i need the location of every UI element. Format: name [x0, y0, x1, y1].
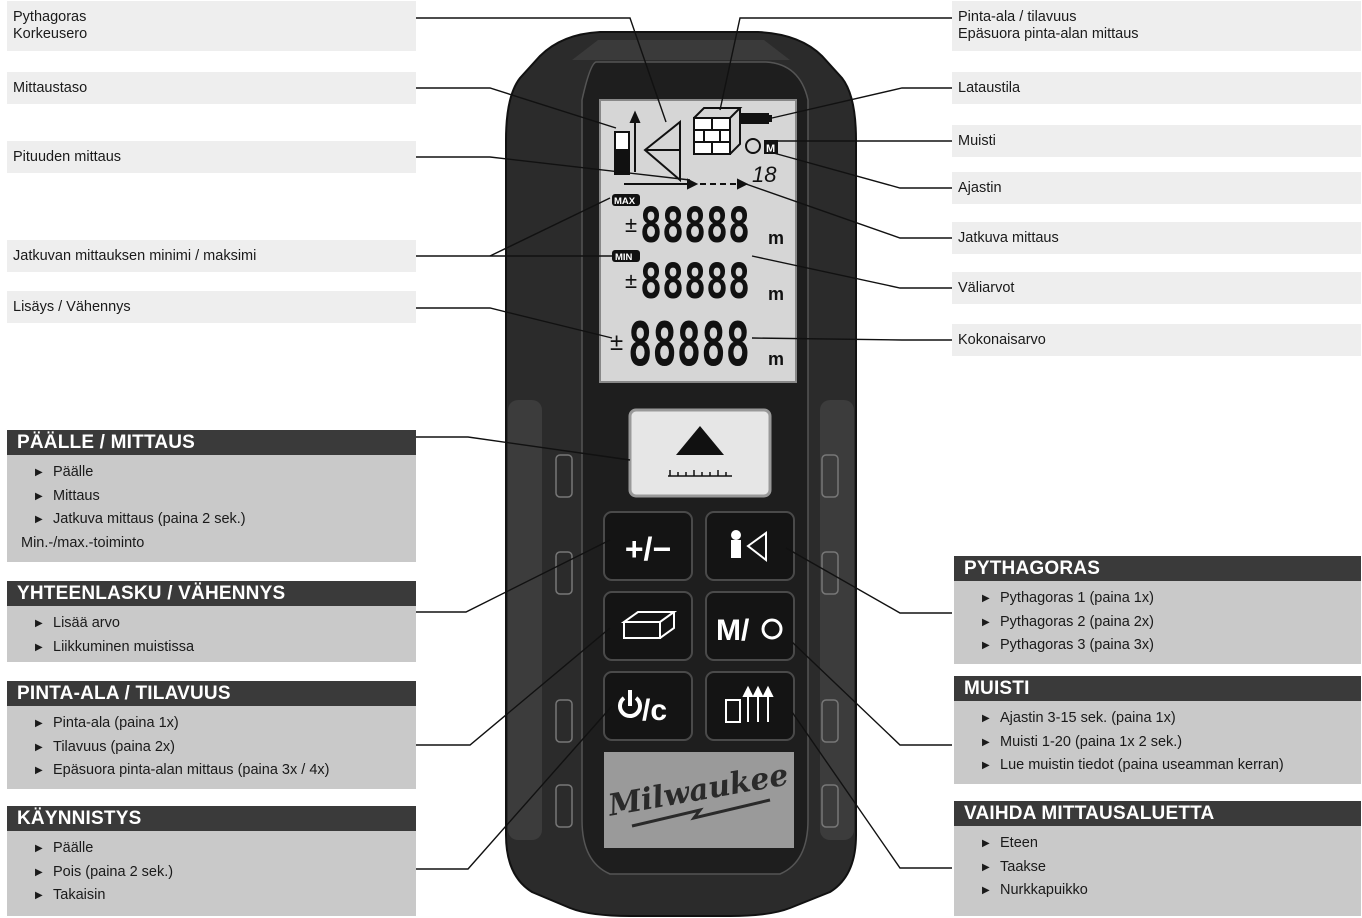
- measure-button[interactable]: [628, 408, 772, 498]
- label-intermediate: Väliarvot: [952, 272, 1361, 304]
- list-item: Nurkkapuikko: [982, 879, 1361, 903]
- list-item: Muisti 1-20 (paina 1x 2 sek.): [982, 731, 1361, 755]
- power-clear-button[interactable]: [603, 671, 693, 741]
- lcd-row-3: 88888: [628, 310, 750, 380]
- list-item: Pythagoras 3 (paina 3x): [982, 634, 1361, 658]
- svg-text:±: ±: [625, 212, 637, 237]
- list-item-sub: Min.-/max.-toiminto: [21, 534, 145, 551]
- label-memory: Muisti: [952, 125, 1361, 157]
- label-measuring-level: Mittaustaso: [7, 72, 416, 104]
- memory-badge-text: M: [766, 143, 775, 155]
- label-min-max: Jatkuvan mittauksen minimi / maksimi: [7, 240, 416, 272]
- panel-title: PYTHAGORAS: [954, 556, 1361, 581]
- panel-on-measure: PÄÄLLE / MITTAUS Päälle Mittaus Jatkuva …: [7, 430, 416, 562]
- label-length-measurement: Pituuden mittaus: [7, 141, 416, 173]
- list-item: Lue muistin tiedot (paina useamman kerra…: [982, 754, 1361, 778]
- list-item: Pinta-ala (paina 1x): [35, 712, 416, 736]
- panel-title: VAIHDA MITTAUSALUETTA: [954, 801, 1361, 826]
- power-clear-label: /c: [642, 694, 667, 727]
- list-item: Tilavuus (paina 2x): [35, 736, 416, 760]
- pythagoras-button[interactable]: [705, 511, 795, 581]
- list-item: Päälle: [35, 461, 416, 485]
- lcd-unit-1: m: [768, 228, 784, 248]
- list-item: Jatkuva mittaus (paina 2 sek.): [35, 508, 416, 532]
- list-item: Mittaus: [35, 485, 416, 509]
- lcd-unit-2: m: [768, 284, 784, 304]
- range-button[interactable]: [705, 671, 795, 741]
- area-volume-button[interactable]: [603, 591, 693, 661]
- list-item: Pythagoras 2 (paina 2x): [982, 611, 1361, 635]
- panel-title: KÄYNNISTYS: [7, 806, 416, 831]
- label-timer: Ajastin: [952, 172, 1361, 204]
- power-icon: [618, 696, 642, 718]
- lcd-screen: [599, 99, 797, 383]
- label-continuous: Jatkuva mittaus: [952, 222, 1361, 254]
- list-item: Pythagoras 1 (paina 1x): [982, 587, 1361, 611]
- label-battery: Lataustila: [952, 72, 1361, 104]
- max-badge: MAX: [614, 196, 636, 207]
- memory-number: 18: [752, 162, 777, 187]
- label-total: Kokonaisarvo: [952, 324, 1361, 356]
- plus-minus-label: +/−: [625, 531, 671, 567]
- panel-title: PINTA-ALA / TILAVUUS: [7, 681, 416, 706]
- lcd-row-1: 88888: [640, 198, 750, 254]
- label-pythagoras-height: Pythagoras Korkeusero: [7, 1, 416, 51]
- lcd-unit-3: m: [768, 349, 784, 369]
- panel-title: MUISTI: [954, 676, 1361, 701]
- memory-timer-button[interactable]: [705, 591, 795, 661]
- panel-title: PÄÄLLE / MITTAUS: [7, 430, 416, 455]
- list-item: Taakse: [982, 856, 1361, 880]
- list-item: Takaisin: [35, 884, 416, 908]
- panel-pythagoras: PYTHAGORAS Pythagoras 1 (paina 1x) Pytha…: [954, 556, 1361, 664]
- panel-memory: MUISTI Ajastin 3-15 sek. (paina 1x) Muis…: [954, 676, 1361, 784]
- list-item: Pois (paina 2 sek.): [35, 861, 416, 885]
- plus-minus-button[interactable]: [603, 511, 693, 581]
- label-add-subtract: Lisäys / Vähennys: [7, 291, 416, 323]
- range-icon: [725, 685, 774, 723]
- panel-title: YHTEENLASKU / VÄHENNYS: [7, 581, 416, 606]
- svg-text:±: ±: [610, 329, 623, 356]
- list-item: Epäsuora pinta-alan mittaus (paina 3x / …: [35, 759, 416, 783]
- list-item: Ajastin 3-15 sek. (paina 1x): [982, 707, 1361, 731]
- logo-panel: [604, 752, 794, 848]
- memory-timer-label: M/: [716, 614, 750, 647]
- list-item: Lisää arvo: [35, 612, 416, 636]
- panel-add-subtract: YHTEENLASKU / VÄHENNYS Lisää arvo Liikku…: [7, 581, 416, 662]
- lcd-row-2: 88888: [640, 254, 750, 310]
- panel-area-volume: PINTA-ALA / TILAVUUS Pinta-ala (paina 1x…: [7, 681, 416, 789]
- svg-text:±: ±: [625, 268, 637, 293]
- list-item: Liikkuminen muistissa: [35, 636, 416, 660]
- panel-startup: KÄYNNISTYS Päälle Pois (paina 2 sek.) Ta…: [7, 806, 416, 916]
- min-badge: MIN: [615, 252, 633, 263]
- timer-icon: [761, 618, 783, 640]
- list-item: Eteen: [982, 832, 1361, 856]
- panel-change-range: VAIHDA MITTAUSALUETTA Eteen Taakse Nurkk…: [954, 801, 1361, 916]
- label-area-volume: Pinta-ala / tilavuus Epäsuora pinta-alan…: [952, 1, 1361, 51]
- list-item: Päälle: [35, 837, 416, 861]
